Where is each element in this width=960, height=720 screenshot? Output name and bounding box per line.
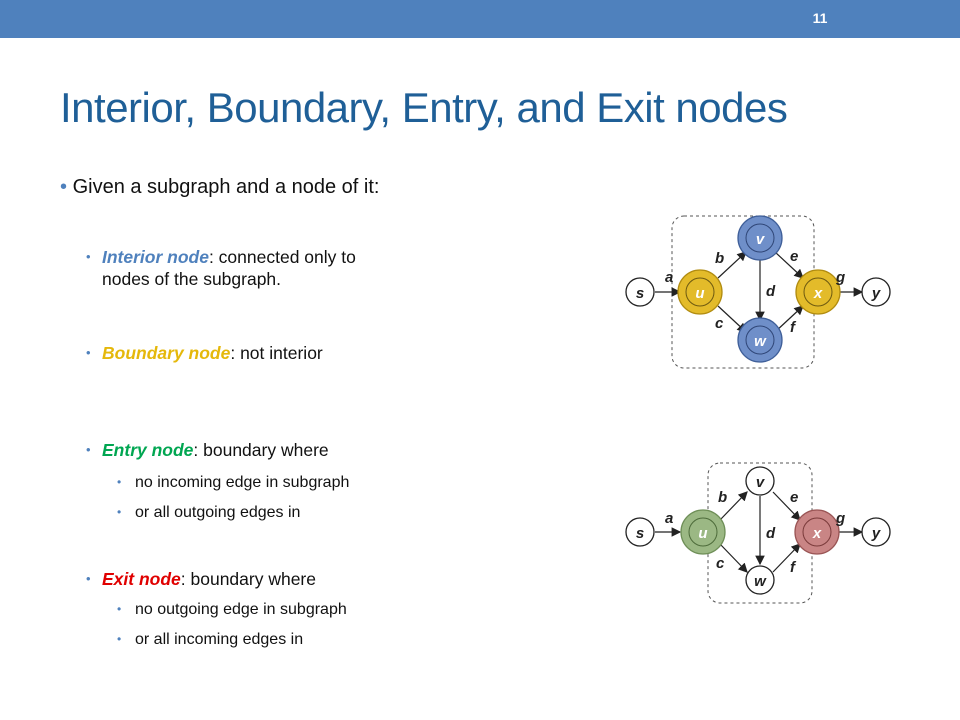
edge-f xyxy=(774,305,804,333)
edge-d-label: d xyxy=(766,283,776,300)
bullet-dot: • xyxy=(117,602,122,616)
edge-b xyxy=(719,491,748,521)
slide-title: Interior, Boundary, Entry, and Exit node… xyxy=(60,84,788,131)
node-s xyxy=(625,277,655,307)
edge-b-label: b xyxy=(715,250,724,267)
node-s-label: s xyxy=(636,285,644,302)
exit-desc: : boundary where xyxy=(180,569,316,589)
node-u xyxy=(677,269,723,315)
interior-term: Interior node xyxy=(102,247,209,267)
bullet-dot: • xyxy=(60,176,68,198)
edge-d-label: d xyxy=(766,525,776,542)
interior-desc-1: : connected only to xyxy=(208,247,356,267)
slide-number: 11 xyxy=(812,10,828,26)
node-y-label: y xyxy=(871,285,881,302)
edge-e-label: e xyxy=(790,489,798,506)
exit-term: Exit node xyxy=(102,569,181,589)
boundary-term: Boundary node xyxy=(102,343,231,363)
entry-desc: : boundary where xyxy=(193,440,329,460)
bullet-dot: • xyxy=(117,632,122,646)
node-v-label: v xyxy=(756,474,766,491)
bullet-main-text: Given a subgraph and a node of it: xyxy=(72,176,380,198)
node-y-label: y xyxy=(871,525,881,542)
edge-a-label: a xyxy=(665,510,673,527)
edge-f-label: f xyxy=(790,319,797,336)
edge-e xyxy=(772,491,801,521)
node-y xyxy=(861,517,891,547)
edge-a-label: a xyxy=(665,269,673,286)
edge-c-label: c xyxy=(716,555,725,572)
edge-f xyxy=(772,543,801,573)
node-x xyxy=(795,269,841,315)
node-x xyxy=(794,509,840,555)
node-y xyxy=(861,277,891,307)
edge-b-label: b xyxy=(718,489,727,506)
bullet-dot: • xyxy=(86,571,91,586)
bullet-dot: • xyxy=(117,475,122,489)
subgraph-diagram-2: s u v w x y a b c d e f g xyxy=(625,462,891,604)
node-u-label: u xyxy=(698,525,707,542)
node-v xyxy=(745,466,775,496)
top-bar: 11 xyxy=(0,0,960,38)
boundary-desc: : not interior xyxy=(230,343,323,363)
node-u-label: u xyxy=(695,285,704,302)
node-v-label: v xyxy=(756,231,766,248)
bullet-dot: • xyxy=(86,442,91,457)
node-w xyxy=(745,565,775,595)
edge-b xyxy=(717,251,747,279)
edge-c-label: c xyxy=(715,315,724,332)
node-w-label: w xyxy=(754,573,767,590)
interior-desc-2: nodes of the subgraph. xyxy=(102,269,282,289)
edge-c xyxy=(719,543,748,573)
bullet-dot: • xyxy=(86,249,91,264)
node-w-label: w xyxy=(754,333,767,350)
subgraph-diagram-1: s u v w x y a b c d e f g xyxy=(625,215,891,369)
bullet-dot: • xyxy=(117,505,122,519)
edge-f-label: f xyxy=(790,559,797,576)
bullet-dot: • xyxy=(86,345,91,360)
node-x-label: x xyxy=(812,525,822,542)
node-v xyxy=(737,215,783,261)
bullet-main: • Given a subgraph and a node of it: xyxy=(60,176,379,199)
node-w xyxy=(737,317,783,363)
edge-g-label: g xyxy=(835,510,845,527)
edge-e-label: e xyxy=(790,248,798,265)
node-s-label: s xyxy=(636,525,644,542)
node-s xyxy=(625,517,655,547)
edge-g-label: g xyxy=(835,269,845,286)
node-x-label: x xyxy=(813,285,823,302)
node-u xyxy=(680,509,726,555)
entry-term: Entry node xyxy=(102,440,194,460)
edge-e xyxy=(774,251,804,279)
